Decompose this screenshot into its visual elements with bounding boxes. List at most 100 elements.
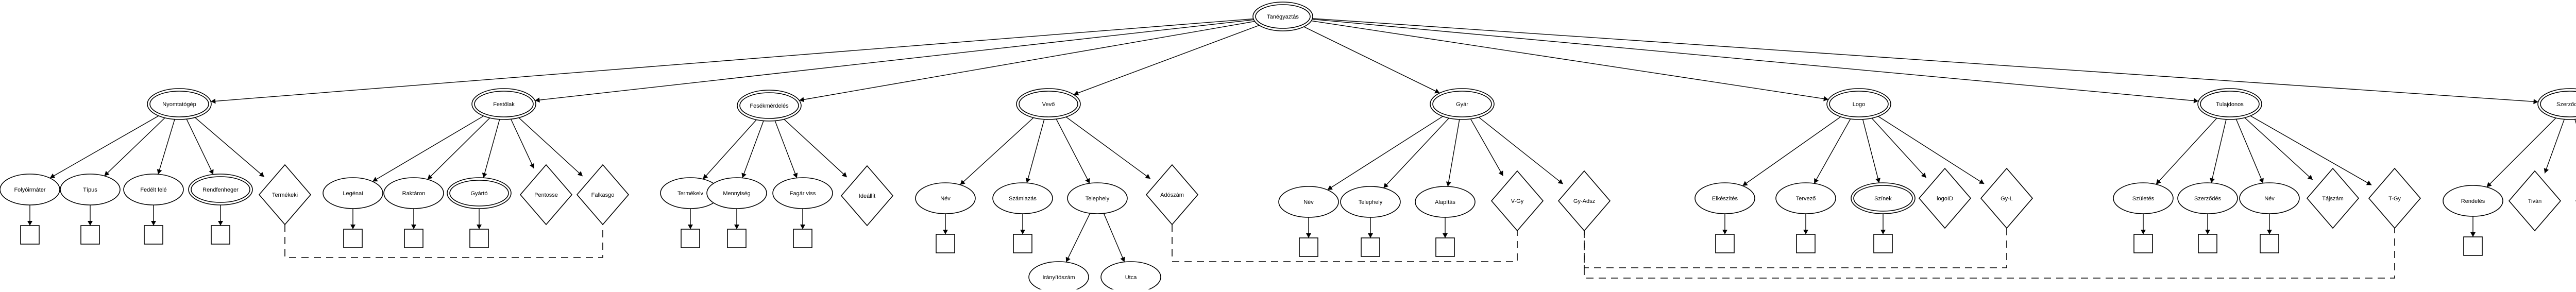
edge: [1383, 117, 1449, 188]
edge: [157, 119, 175, 175]
leaf-box: [211, 205, 230, 245]
node-b2: Raktáron: [383, 177, 444, 209]
leaf-box: [1796, 214, 1816, 253]
edge: [2210, 119, 2227, 183]
node-label: Telephely: [1086, 196, 1110, 202]
node-label: Tiván: [2528, 198, 2542, 204]
node-label: Tulajdonos: [2216, 101, 2244, 108]
leaf-box: [1435, 217, 1455, 257]
node-g5: T-Gy: [2368, 167, 2421, 229]
node-label: Tájszám: [2322, 196, 2344, 202]
node-a1: Folyóirmáter: [0, 174, 60, 205]
node-label: Festőlak: [493, 101, 515, 108]
edge: [741, 121, 764, 178]
node-g2: Szerződés: [2177, 182, 2238, 214]
leaf-box: [2198, 214, 2217, 253]
leaf-box: [1715, 214, 1735, 253]
edge: [774, 121, 798, 178]
node-label: Gy-Adsz: [1573, 198, 1595, 204]
leaf-box: [936, 214, 955, 253]
edge: [1327, 116, 1443, 191]
node-d3: Telephely: [1067, 182, 1128, 214]
node-g4: Tájszám: [2306, 167, 2360, 229]
node-root: Tanégyaztás: [1252, 2, 1313, 31]
edge: [194, 117, 265, 178]
edge: [1871, 117, 1927, 178]
node-label: Gy-L: [2001, 196, 2013, 202]
node-label: Elkészítés: [1712, 196, 1738, 202]
node-a: Nyomtatógép: [147, 88, 212, 120]
node-label: Alapítás: [1435, 199, 1455, 205]
node-label: Falkasgo: [591, 192, 615, 198]
node-label: Pentosse: [534, 192, 558, 198]
edge: [427, 117, 490, 180]
edge: [960, 117, 1034, 185]
node-label: Fagár viss: [790, 191, 816, 197]
edge: [2235, 119, 2264, 183]
leaf-box: [1873, 214, 1893, 253]
node-label: Folyóirmáter: [14, 187, 45, 193]
leaf-box: [681, 209, 700, 248]
node-label: Név: [940, 196, 951, 202]
edge: [1478, 117, 1564, 184]
edge: [1025, 119, 1045, 183]
node-label: Rendelés: [2461, 198, 2485, 204]
node-label: Irányítószám: [1043, 274, 1075, 281]
node-b5: Falkasgo: [576, 164, 630, 226]
edge: [1312, 19, 2199, 104]
node-e5: Gy-Adsz: [1557, 170, 1611, 232]
edge: [1312, 18, 2538, 105]
edge: [1446, 119, 1460, 187]
node-a3: Fedélt felé: [123, 174, 184, 205]
leaf-box: [1299, 217, 1318, 257]
node-h1: Rendelés: [2443, 185, 2503, 217]
node-f1: Elkészítés: [1694, 182, 1755, 214]
node-c1: Termékelv: [660, 177, 721, 209]
node-h2: Tiván: [2508, 170, 2562, 232]
node-a2: Típus: [60, 174, 121, 205]
edge: [784, 119, 848, 178]
edge: [2156, 117, 2217, 185]
node-d4: Adószám: [1145, 164, 1199, 226]
node-b3: Gyártó: [447, 177, 512, 209]
edge: [372, 115, 484, 182]
node-label: Számlazás: [1009, 196, 1037, 202]
edge: [1742, 116, 1841, 186]
node-g3: Név: [2239, 182, 2300, 214]
node-b1: Legénai: [323, 177, 383, 209]
node-label: logoID: [1937, 196, 1953, 202]
node-label: Logo: [1853, 101, 1865, 108]
node-e: Gyár: [1430, 88, 1495, 120]
edge: [799, 21, 1255, 102]
node-label: Név: [1303, 199, 1314, 205]
node-c4: Ideállít: [840, 165, 894, 227]
node-label: Gyártó: [470, 191, 487, 197]
leaf-box: [144, 205, 163, 245]
node-label: Nyomtatógép: [162, 101, 196, 108]
edge: [2486, 117, 2556, 187]
node-label: Ideállít: [859, 193, 875, 199]
leaf-box: [20, 205, 40, 245]
node-label: Gyár: [1456, 101, 1468, 108]
leaf-box: [343, 209, 363, 248]
leaf-box: [793, 209, 812, 248]
node-a4: Rendfenheger: [188, 174, 253, 205]
node-d: Vevő: [1016, 88, 1081, 120]
node-e1: Név: [1278, 186, 1339, 218]
edge: [186, 118, 214, 175]
node-b4: Pentosse: [519, 164, 573, 226]
node-g: Tulajdonos: [2197, 88, 2262, 120]
dashed-link: [284, 225, 603, 258]
node-f4: logoID: [1918, 167, 1972, 229]
edge: [2544, 119, 2565, 174]
leaf-boxes-layer: [20, 205, 2483, 289]
node-c2: Mennyiség: [706, 177, 767, 209]
node-label: Fedélt felé: [140, 187, 166, 193]
node-label: Legénai: [343, 191, 363, 197]
node-f5: Gy-L: [1980, 167, 2033, 229]
node-label: Fesékmérdelés: [750, 103, 789, 109]
edge: [2250, 115, 2372, 185]
node-label: Utca: [1125, 274, 1138, 281]
node-e4: V-Gy: [1490, 170, 1544, 232]
